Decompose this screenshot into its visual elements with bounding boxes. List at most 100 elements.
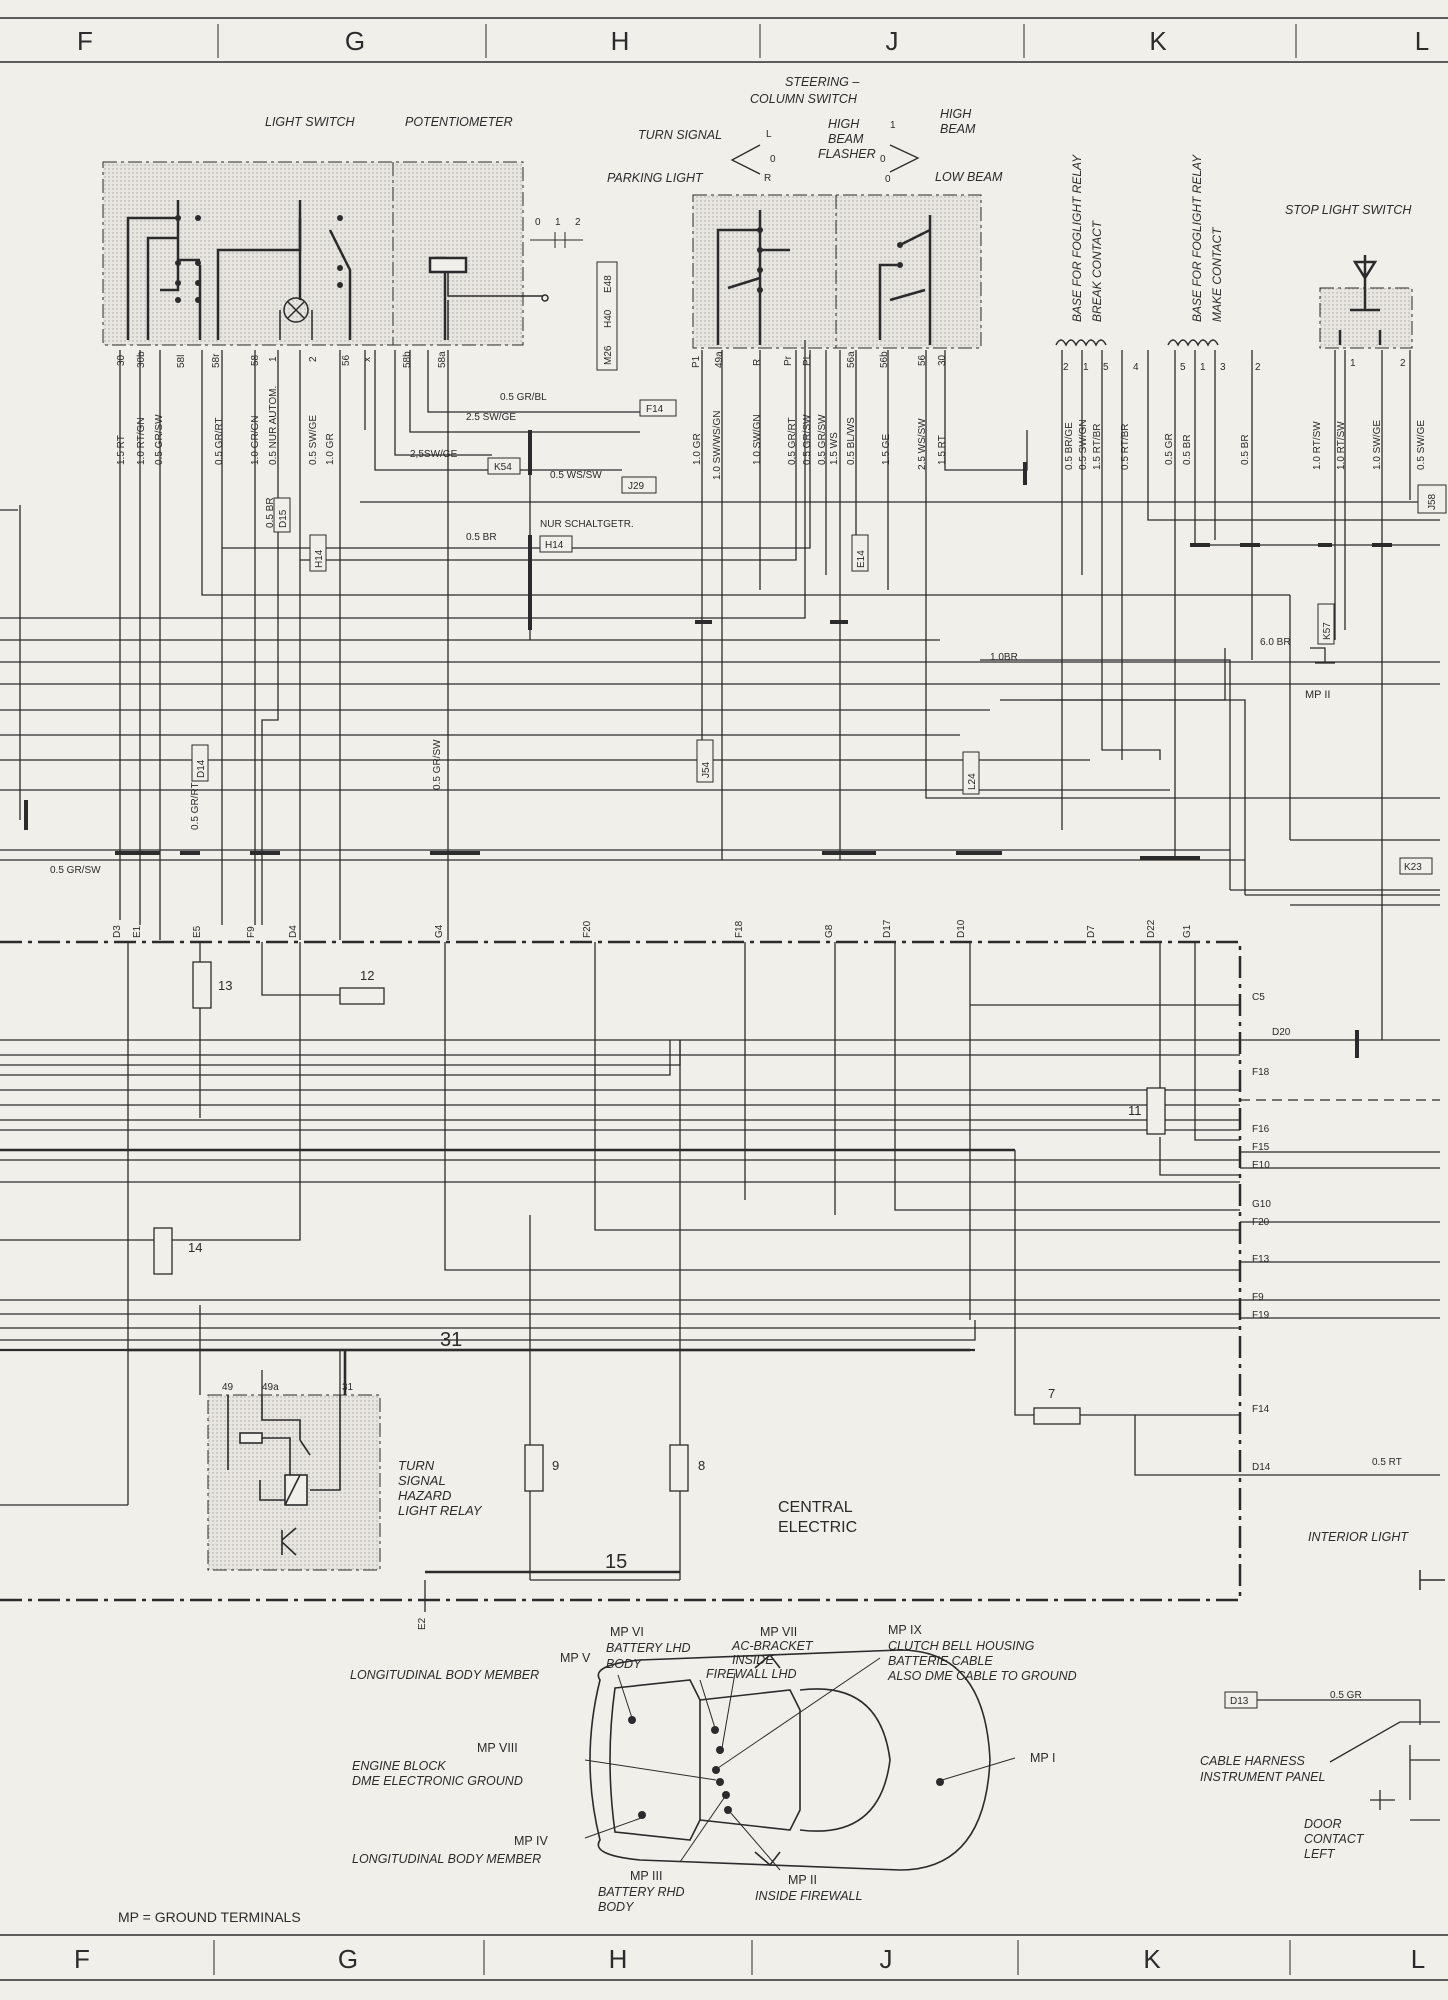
svg-text:0.5 SW/GE: 0.5 SW/GE xyxy=(1416,420,1427,470)
grid-col-k: K xyxy=(1149,26,1167,56)
svg-text:INSIDE FIREWALL: INSIDE FIREWALL xyxy=(755,1889,862,1903)
high-beam-label-2: BEAM xyxy=(940,122,976,136)
svg-text:0: 0 xyxy=(770,154,776,165)
svg-text:58a: 58a xyxy=(437,351,448,368)
svg-text:CONTACT: CONTACT xyxy=(1304,1832,1365,1846)
ref-d15: D15 xyxy=(278,509,289,528)
svg-text:2: 2 xyxy=(1063,362,1069,373)
svg-text:2: 2 xyxy=(575,217,581,228)
svg-text:E5: E5 xyxy=(192,925,203,938)
potentiometer-title: POTENTIOMETER xyxy=(405,115,513,129)
svg-text:DOOR: DOOR xyxy=(1304,1817,1342,1831)
svg-text:5: 5 xyxy=(1180,362,1186,373)
steering-title-1: STEERING – xyxy=(785,75,860,89)
svg-text:MP VII: MP VII xyxy=(760,1625,797,1639)
svg-text:P1: P1 xyxy=(691,355,702,368)
svg-text:0: 0 xyxy=(535,217,541,228)
door-contact-area: CABLE HARNESS INSTRUMENT PANEL DOOR CONT… xyxy=(1200,1699,1440,1861)
svg-text:D3: D3 xyxy=(112,925,123,938)
grid-col-h: H xyxy=(611,26,630,56)
svg-text:58l: 58l xyxy=(176,355,187,368)
svg-text:F14: F14 xyxy=(1252,1404,1270,1415)
wire-tags: 0.5 GR/BL 2.5 SW/GE 2,5SW/GE 0.5 WS/SW 0… xyxy=(50,392,1402,1701)
svg-text:MP III: MP III xyxy=(630,1869,662,1883)
ref-h40: H40 xyxy=(603,309,614,328)
svg-text:ALSO DME CABLE TO GROUND: ALSO DME CABLE TO GROUND xyxy=(887,1669,1077,1683)
svg-text:31: 31 xyxy=(440,1329,462,1351)
svg-text:D20: D20 xyxy=(1272,1027,1291,1038)
svg-text:BODY: BODY xyxy=(598,1900,635,1914)
svg-text:31: 31 xyxy=(342,1382,354,1393)
stop-switch-box xyxy=(1319,255,1413,349)
ground-leaders xyxy=(584,1657,1016,1871)
right-terminal-labels: C5 D20 F18 F16 F15 E10 G10 F20 F13 F9 F1… xyxy=(1252,992,1291,1473)
hazard-title-1: TURN xyxy=(398,1458,435,1473)
bus-numbers: 31 15 xyxy=(440,1329,627,1573)
ground-labels: MP VI BATTERY LHD BODY MP VII AC-BRACKET… xyxy=(350,1623,1077,1914)
flasher-label-1: HIGH xyxy=(828,117,860,131)
svg-text:MP V: MP V xyxy=(560,1651,591,1665)
ref-k54: K54 xyxy=(494,462,512,473)
svg-text:0: 0 xyxy=(885,174,891,185)
svg-text:30: 30 xyxy=(937,354,948,366)
foglight-make-2: MAKE CONTACT xyxy=(1210,226,1224,322)
hazard-title-3: HAZARD xyxy=(398,1488,451,1503)
svg-text:G8: G8 xyxy=(824,924,835,938)
svg-text:1.5 WS: 1.5 WS xyxy=(829,432,840,465)
svg-text:INSTRUMENT PANEL: INSTRUMENT PANEL xyxy=(1200,1770,1326,1784)
hazard-title-2: SIGNAL xyxy=(398,1473,446,1488)
svg-text:BATTERY RHD: BATTERY RHD xyxy=(598,1885,685,1899)
svg-text:F19: F19 xyxy=(1252,1310,1270,1321)
steering-switch-arrows: L 0 R 1 0 0 xyxy=(730,120,920,185)
svg-text:49a: 49a xyxy=(262,1382,279,1393)
foglight-break-2: BREAK CONTACT xyxy=(1090,219,1104,322)
ref-h14b: H14 xyxy=(545,540,564,551)
svg-text:FIREWALL LHD: FIREWALL LHD xyxy=(706,1667,797,1681)
svg-text:F18: F18 xyxy=(1252,1067,1270,1078)
svg-text:0.5 GR/RT: 0.5 GR/RT xyxy=(190,782,201,830)
light-switch-title: LIGHT SWITCH xyxy=(265,115,356,129)
svg-text:0.5 GR/SW: 0.5 GR/SW xyxy=(817,414,828,465)
low-beam-label: LOW BEAM xyxy=(935,170,1003,184)
svg-text:L: L xyxy=(766,129,772,140)
svg-text:56b: 56b xyxy=(879,351,890,368)
svg-text:9: 9 xyxy=(552,1458,559,1473)
connector-ref-texts: F14 K54 J29 H14 H14 D15 M26 H40 E48 D14 … xyxy=(196,275,1438,1707)
ref-e48: E48 xyxy=(603,275,614,293)
svg-text:2: 2 xyxy=(1400,358,1406,369)
high-beam-label-1: HIGH xyxy=(940,107,972,121)
svg-text:MP I: MP I xyxy=(1030,1751,1055,1765)
car-outline xyxy=(589,1649,991,1871)
svg-text:0.5 GR/SW: 0.5 GR/SW xyxy=(50,865,101,876)
svg-text:30: 30 xyxy=(116,354,127,366)
svg-text:D22: D22 xyxy=(1146,919,1157,938)
fuses xyxy=(153,961,1166,1492)
bottom-grid-footer: F G H J K L xyxy=(0,1934,1448,1981)
svg-text:0.5 RT: 0.5 RT xyxy=(1372,1457,1402,1468)
ref-e14: E14 xyxy=(856,550,867,568)
svg-text:LONGITUDINAL BODY MEMBER: LONGITUDINAL BODY MEMBER xyxy=(350,1668,539,1682)
svg-text:G4: G4 xyxy=(434,924,445,938)
svg-text:0.5 GR: 0.5 GR xyxy=(1330,1690,1362,1701)
svg-text:LONGITUDINAL BODY MEMBER: LONGITUDINAL BODY MEMBER xyxy=(352,1852,541,1866)
svg-text:15: 15 xyxy=(605,1551,627,1573)
svg-text:0.5 BR: 0.5 BR xyxy=(1240,434,1251,465)
svg-text:4: 4 xyxy=(1133,362,1139,373)
svg-text:D10: D10 xyxy=(956,919,967,938)
svg-text:BODY: BODY xyxy=(606,1657,643,1671)
parking-light-label: PARKING LIGHT xyxy=(607,171,704,185)
svg-text:0.5 GR/BL: 0.5 GR/BL xyxy=(500,392,547,403)
steering-terminal-labels: P1 49a R Pr PL 56a 56b 56 30 xyxy=(691,351,948,368)
ref-d14: D14 xyxy=(196,759,207,778)
switch-terminal-labels: 30 30b 58l 58r 58 1 2 56 x 58b 58a xyxy=(116,351,448,368)
interior-light-label: INTERIOR LIGHT xyxy=(1308,1530,1409,1544)
svg-text:13: 13 xyxy=(218,978,232,993)
svg-text:5: 5 xyxy=(1103,362,1109,373)
hazard-relay-box: 49 49a 31 TURN SIGNAL HAZARD LIGHT RELAY xyxy=(207,1382,483,1571)
foglight-break-1: BASE FOR FOGLIGHT RELAY xyxy=(1070,154,1084,322)
turn-signal-label: TURN SIGNAL xyxy=(638,128,722,142)
svg-text:1.0 SW/GE: 1.0 SW/GE xyxy=(1372,420,1383,470)
svg-text:D17: D17 xyxy=(882,919,893,938)
